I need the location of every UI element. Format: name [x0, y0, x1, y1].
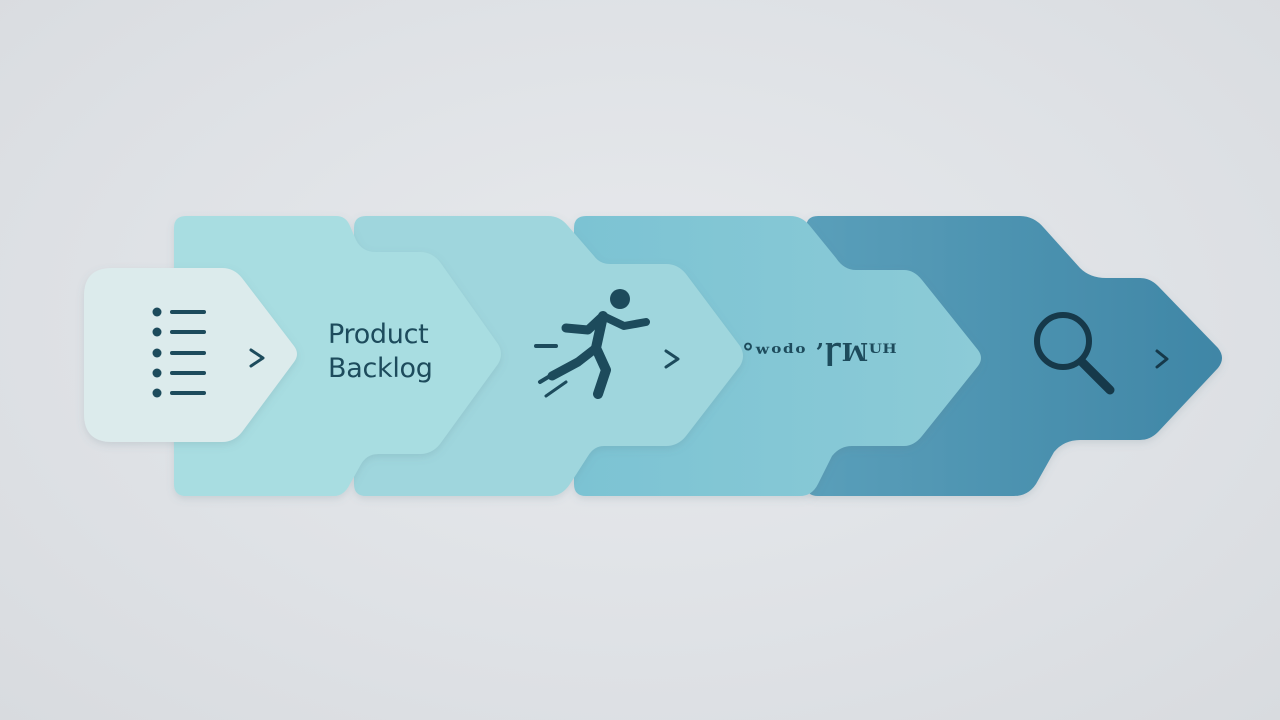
list-icon	[152, 307, 206, 398]
chevron-right-icon	[249, 348, 265, 368]
product-backlog-label-line1: Product	[328, 319, 429, 350]
garbled-stage-label: °ʷᵒᵈᵒ ’Ꞅꟽᵂᴴ	[742, 338, 898, 367]
chevron-right-icon	[1155, 349, 1169, 369]
running-person-icon	[534, 289, 650, 399]
product-backlog-label: Product Backlog	[328, 318, 468, 386]
product-backlog-label-line2: Backlog	[328, 353, 433, 384]
magnifier-icon	[1034, 312, 1115, 395]
chevron-right-icon	[664, 349, 680, 369]
stage-product-backlog-shape	[174, 216, 501, 496]
